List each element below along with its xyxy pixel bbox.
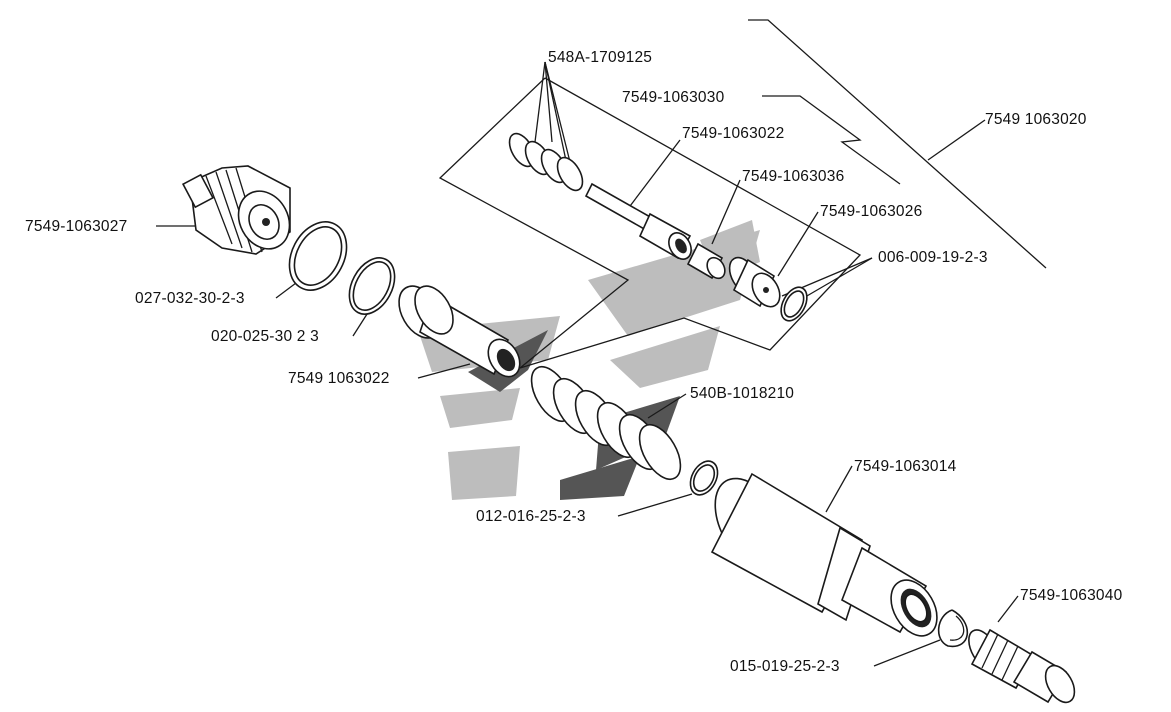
label-027-032-30-2-3: 027-032-30-2-3 xyxy=(135,290,245,307)
part-spring-540b xyxy=(530,366,682,480)
part-labels: 548A-1709125 7549-1063030 7549 1063020 7… xyxy=(25,49,1123,675)
leader-lines xyxy=(156,19,1047,667)
part-housing-1063014 xyxy=(710,472,938,637)
label-548a-1709125: 548A-1709125 xyxy=(548,49,652,66)
label-7549-1063040: 7549-1063040 xyxy=(1020,587,1123,604)
part-piston-1063022 xyxy=(398,285,521,378)
label-7549-1063026: 7549-1063026 xyxy=(820,203,922,220)
part-oring-020 xyxy=(348,257,396,315)
label-540b-1018210: 540B-1018210 xyxy=(690,385,794,402)
label-7549-1063036: 7549-1063036 xyxy=(742,168,844,185)
part-fitting-1063027 xyxy=(181,165,291,255)
part-sleeve-1063036 xyxy=(686,242,726,280)
label-012-016-25-2-3: 012-016-25-2-3 xyxy=(476,508,586,525)
label-015-019-25-2-3: 015-019-25-2-3 xyxy=(730,658,840,675)
label-7549-1063014: 7549-1063014 xyxy=(854,458,957,475)
label-020-025-30-2-3: 020-025-30 2 3 xyxy=(211,328,319,345)
label-7549-1063020: 7549 1063020 xyxy=(985,111,1087,128)
label-7549-1063030: 7549-1063030 xyxy=(622,89,725,106)
label-006-009-19-2-3: 006-009-19-2-3 xyxy=(878,249,988,266)
part-oring-012 xyxy=(689,460,719,496)
part-fitting-1063040 xyxy=(968,628,1076,704)
label-7549-1063022-upper: 7549-1063022 xyxy=(682,125,784,142)
part-oring-027 xyxy=(288,221,348,291)
part-oring-006 xyxy=(780,286,808,322)
label-7549-1063027: 7549-1063027 xyxy=(25,218,127,235)
part-plunger-1063022 xyxy=(584,182,692,260)
part-spring-548a xyxy=(508,132,584,192)
part-ring-015 xyxy=(937,609,969,648)
label-7549-1063022-lower: 7549 1063022 xyxy=(288,370,390,387)
part-seat-1063026 xyxy=(728,256,781,308)
